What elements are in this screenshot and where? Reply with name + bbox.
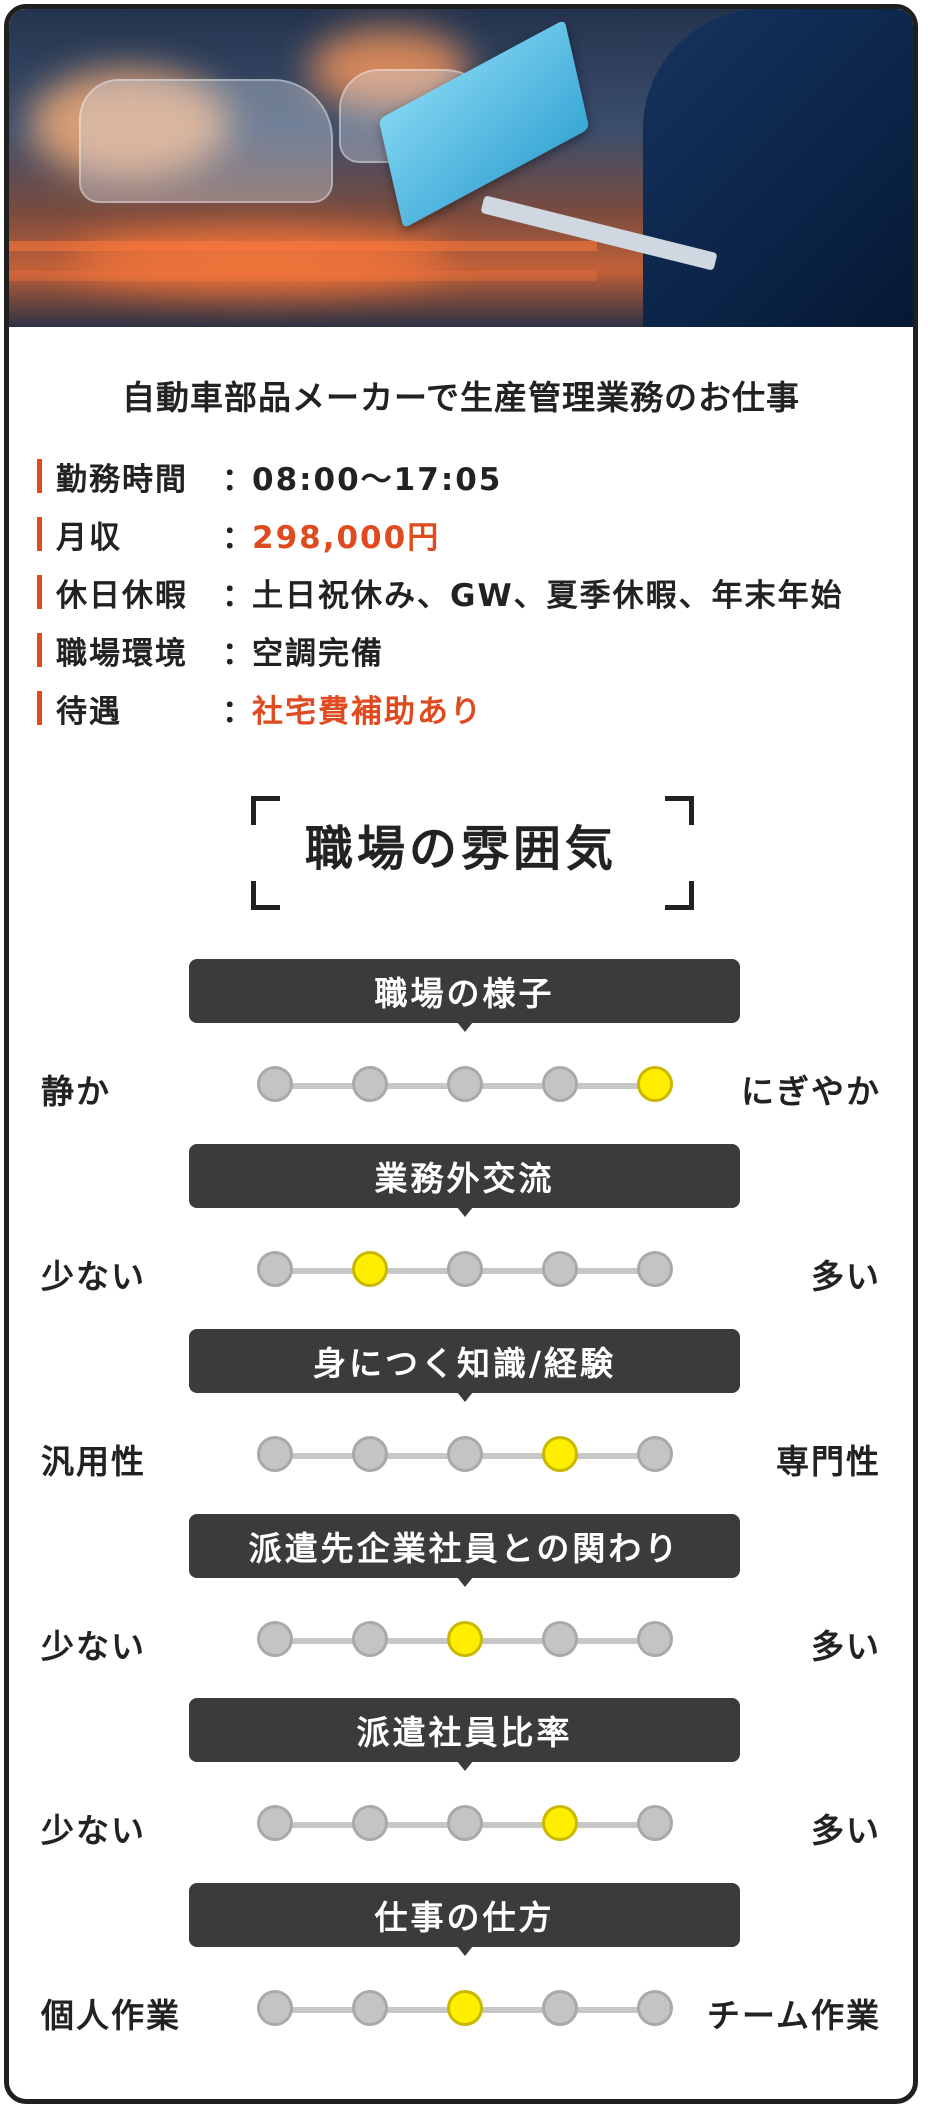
scale-dot [542, 1251, 578, 1287]
scale-left-label: 静か [41, 1072, 111, 1111]
scale-heading: 仕事の仕方 [189, 1883, 740, 1956]
bracket-top-right-icon [665, 796, 694, 825]
job-title: 自動車部品メーカーで生産管理業務のお仕事 [121, 378, 801, 417]
scale-dot [542, 1066, 578, 1102]
scale-dot-selected [542, 1436, 578, 1472]
scale-left-label: 少ない [41, 1257, 146, 1296]
accent-bar [37, 575, 42, 609]
accent-bar [37, 691, 42, 725]
scale-dot [352, 1805, 388, 1841]
info-colon: ： [222, 461, 255, 498]
info-label: 勤務時間 [56, 461, 188, 498]
info-colon: ： [222, 519, 255, 556]
info-value: 08:00～17:05 [252, 461, 503, 498]
scale-dot [352, 1436, 388, 1472]
rating-scale: 身につく知識/経験汎用性 専門性 [9, 1329, 913, 1509]
scale-left-label: 少ない [41, 1811, 146, 1850]
scale-dot [257, 1990, 293, 2026]
info-row: 月収 ：298,000円 [37, 505, 844, 563]
info-label: 休日休暇 [56, 577, 188, 614]
hero-image [9, 9, 913, 327]
scale-dot [637, 1621, 673, 1657]
scale-right-label: 専門性 [776, 1442, 881, 1481]
scale-dot [447, 1805, 483, 1841]
scale-dot [352, 1990, 388, 2026]
car-body-silhouette [79, 79, 333, 203]
scale-dot [352, 1621, 388, 1657]
info-row: 休日休暇 ：土日祝休み、GW、夏季休暇、年末年始 [37, 563, 844, 621]
scale-dot [257, 1436, 293, 1472]
info-value: 298,000円 [252, 519, 441, 556]
scale-dot [447, 1436, 483, 1472]
info-label: 職場環境 [56, 635, 188, 672]
info-colon: ： [222, 635, 255, 672]
section-title: 職場の雰囲気 [304, 821, 617, 877]
accent-bar [37, 517, 42, 551]
scale-dot [257, 1066, 293, 1102]
scale-dot-selected [542, 1805, 578, 1841]
scale-right-label: にぎやか [741, 1072, 881, 1111]
bracket-top-left-icon [251, 796, 280, 825]
scale-dot [542, 1621, 578, 1657]
scale-dot-selected [352, 1251, 388, 1287]
scale-dot-selected [447, 1621, 483, 1657]
scale-dot [257, 1251, 293, 1287]
scale-right-label: 多い [811, 1627, 881, 1666]
scale-dot-selected [447, 1990, 483, 2026]
info-row: 待遇 ：社宅費補助あり [37, 679, 844, 737]
accent-bar [37, 633, 42, 667]
info-value: 社宅費補助あり [252, 693, 483, 730]
bracket-bottom-left-icon [251, 881, 280, 910]
assembly-rail [9, 271, 597, 281]
info-value: 空調完備 [252, 635, 384, 672]
scale-dot [637, 1436, 673, 1472]
scale-left-label: 個人作業 [41, 1996, 181, 2035]
bracket-bottom-right-icon [665, 881, 694, 910]
scale-right-label: チーム作業 [706, 1996, 881, 2035]
rating-scale: 派遣社員比率少ない 多い [9, 1698, 913, 1878]
scale-heading: 職場の様子 [189, 959, 740, 1032]
scale-dot [637, 1805, 673, 1841]
scale-left-label: 汎用性 [41, 1442, 146, 1481]
info-label: 月収 [56, 519, 122, 556]
scale-dot [637, 1251, 673, 1287]
scale-dot [447, 1251, 483, 1287]
accent-bar [37, 459, 42, 493]
scale-heading: 業務外交流 [189, 1144, 740, 1217]
scale-dot [637, 1990, 673, 2026]
rating-scale: 職場の様子静か にぎやか [9, 959, 913, 1139]
info-label: 待遇 [56, 693, 122, 730]
scale-right-label: 多い [811, 1811, 881, 1850]
scale-dot [257, 1621, 293, 1657]
scale-heading: 派遣先企業社員との関わり [189, 1514, 740, 1587]
info-row: 勤務時間 ：08:00～17:05 [37, 447, 844, 505]
scale-left-label: 少ない [41, 1627, 146, 1666]
info-colon: ： [222, 693, 255, 730]
scale-dot [352, 1066, 388, 1102]
assembly-rail [9, 241, 597, 251]
scale-dot [447, 1066, 483, 1102]
scale-dot [257, 1805, 293, 1841]
scale-dot [542, 1990, 578, 2026]
scale-heading: 身につく知識/経験 [189, 1329, 740, 1402]
factory-light [69, 229, 449, 289]
info-row: 職場環境 ：空調完備 [37, 621, 844, 679]
info-value: 土日祝休み、GW、夏季休暇、年末年始 [252, 577, 844, 614]
scale-right-label: 多い [811, 1257, 881, 1296]
scale-heading: 派遣社員比率 [189, 1698, 740, 1771]
rating-scale: 仕事の仕方個人作業 チーム作業 [9, 1883, 913, 2063]
rating-scale: 派遣先企業社員との関わり少ない 多い [9, 1514, 913, 1694]
rating-scale: 業務外交流少ない 多い [9, 1144, 913, 1324]
worker-figure [643, 9, 913, 327]
info-colon: ： [222, 577, 255, 614]
scale-dot-selected [637, 1066, 673, 1102]
